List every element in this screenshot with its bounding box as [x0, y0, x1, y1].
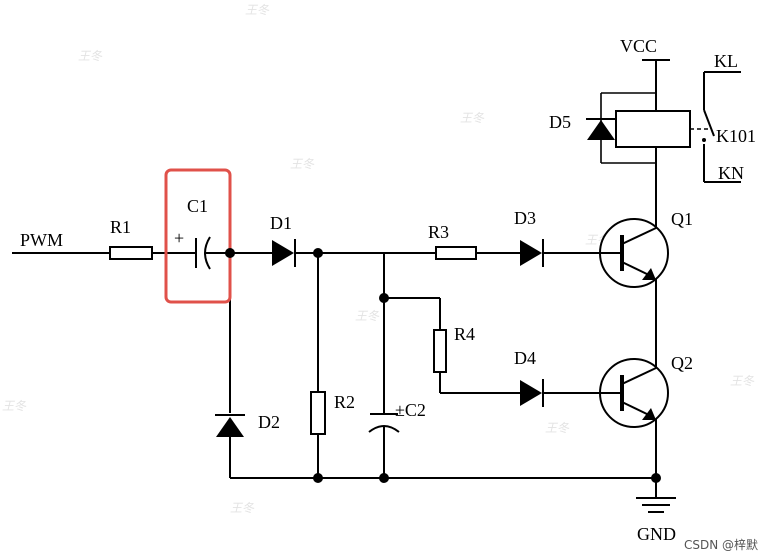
watermark: 王冬: [230, 501, 255, 515]
credit-text: CSDN @梓默: [684, 537, 758, 552]
diode-d5: [586, 118, 616, 140]
label-d5: D5: [549, 112, 571, 132]
label-c1: C1: [187, 196, 208, 216]
label-pwm: PWM: [20, 230, 63, 250]
label-q1: Q1: [671, 209, 693, 229]
relay-coil-k101: [615, 110, 710, 148]
capacitor-c2: [368, 413, 400, 433]
label-c1-plus: +: [174, 228, 184, 248]
label-vcc: VCC: [620, 36, 657, 56]
label-d1: D1: [270, 213, 292, 233]
watermark: 王冬: [545, 421, 570, 435]
diode-d4: [520, 379, 544, 407]
label-kl: KL: [714, 51, 738, 71]
wires: [12, 59, 670, 498]
label-r1: R1: [110, 217, 131, 237]
resistor-r4: [433, 329, 447, 373]
label-kn: KN: [718, 163, 744, 183]
resistor-r2: [310, 391, 326, 435]
relay-switch: [702, 71, 741, 183]
watermark: 王冬: [245, 3, 270, 17]
watermark: 王冬: [290, 157, 315, 171]
label-d2: D2: [258, 412, 280, 432]
watermark-group: 王冬 王冬 王冬 王冬 王冬 王冬 王冬 王冬 王冬 王冬: [2, 3, 755, 515]
watermark: 王冬: [460, 111, 485, 125]
watermark: 王冬: [730, 374, 755, 388]
label-r2: R2: [334, 392, 355, 412]
label-r4: R4: [454, 324, 475, 344]
watermark: 王冬: [2, 399, 27, 413]
label-d4: D4: [514, 348, 536, 368]
diode-d2: [215, 414, 245, 437]
ground-symbol: [636, 497, 676, 513]
diode-d1: [272, 239, 296, 267]
label-gnd: GND: [637, 524, 676, 544]
label-q2: Q2: [671, 353, 693, 373]
c1-highlight-box: [164, 168, 232, 304]
label-c2: ±C2: [395, 400, 426, 420]
label-r3: R3: [428, 222, 449, 242]
label-k101: K101: [716, 126, 756, 146]
watermark: 王冬: [355, 309, 380, 323]
junction-dots: [225, 248, 661, 483]
diode-d3: [520, 239, 544, 267]
watermark: 王冬: [78, 49, 103, 63]
transistor-q2: [599, 358, 669, 428]
resistor-r1: [109, 246, 153, 260]
label-d3: D3: [514, 208, 536, 228]
resistor-r3: [435, 246, 477, 260]
capacitor-c1: [195, 236, 211, 270]
transistor-q1: [599, 218, 669, 288]
